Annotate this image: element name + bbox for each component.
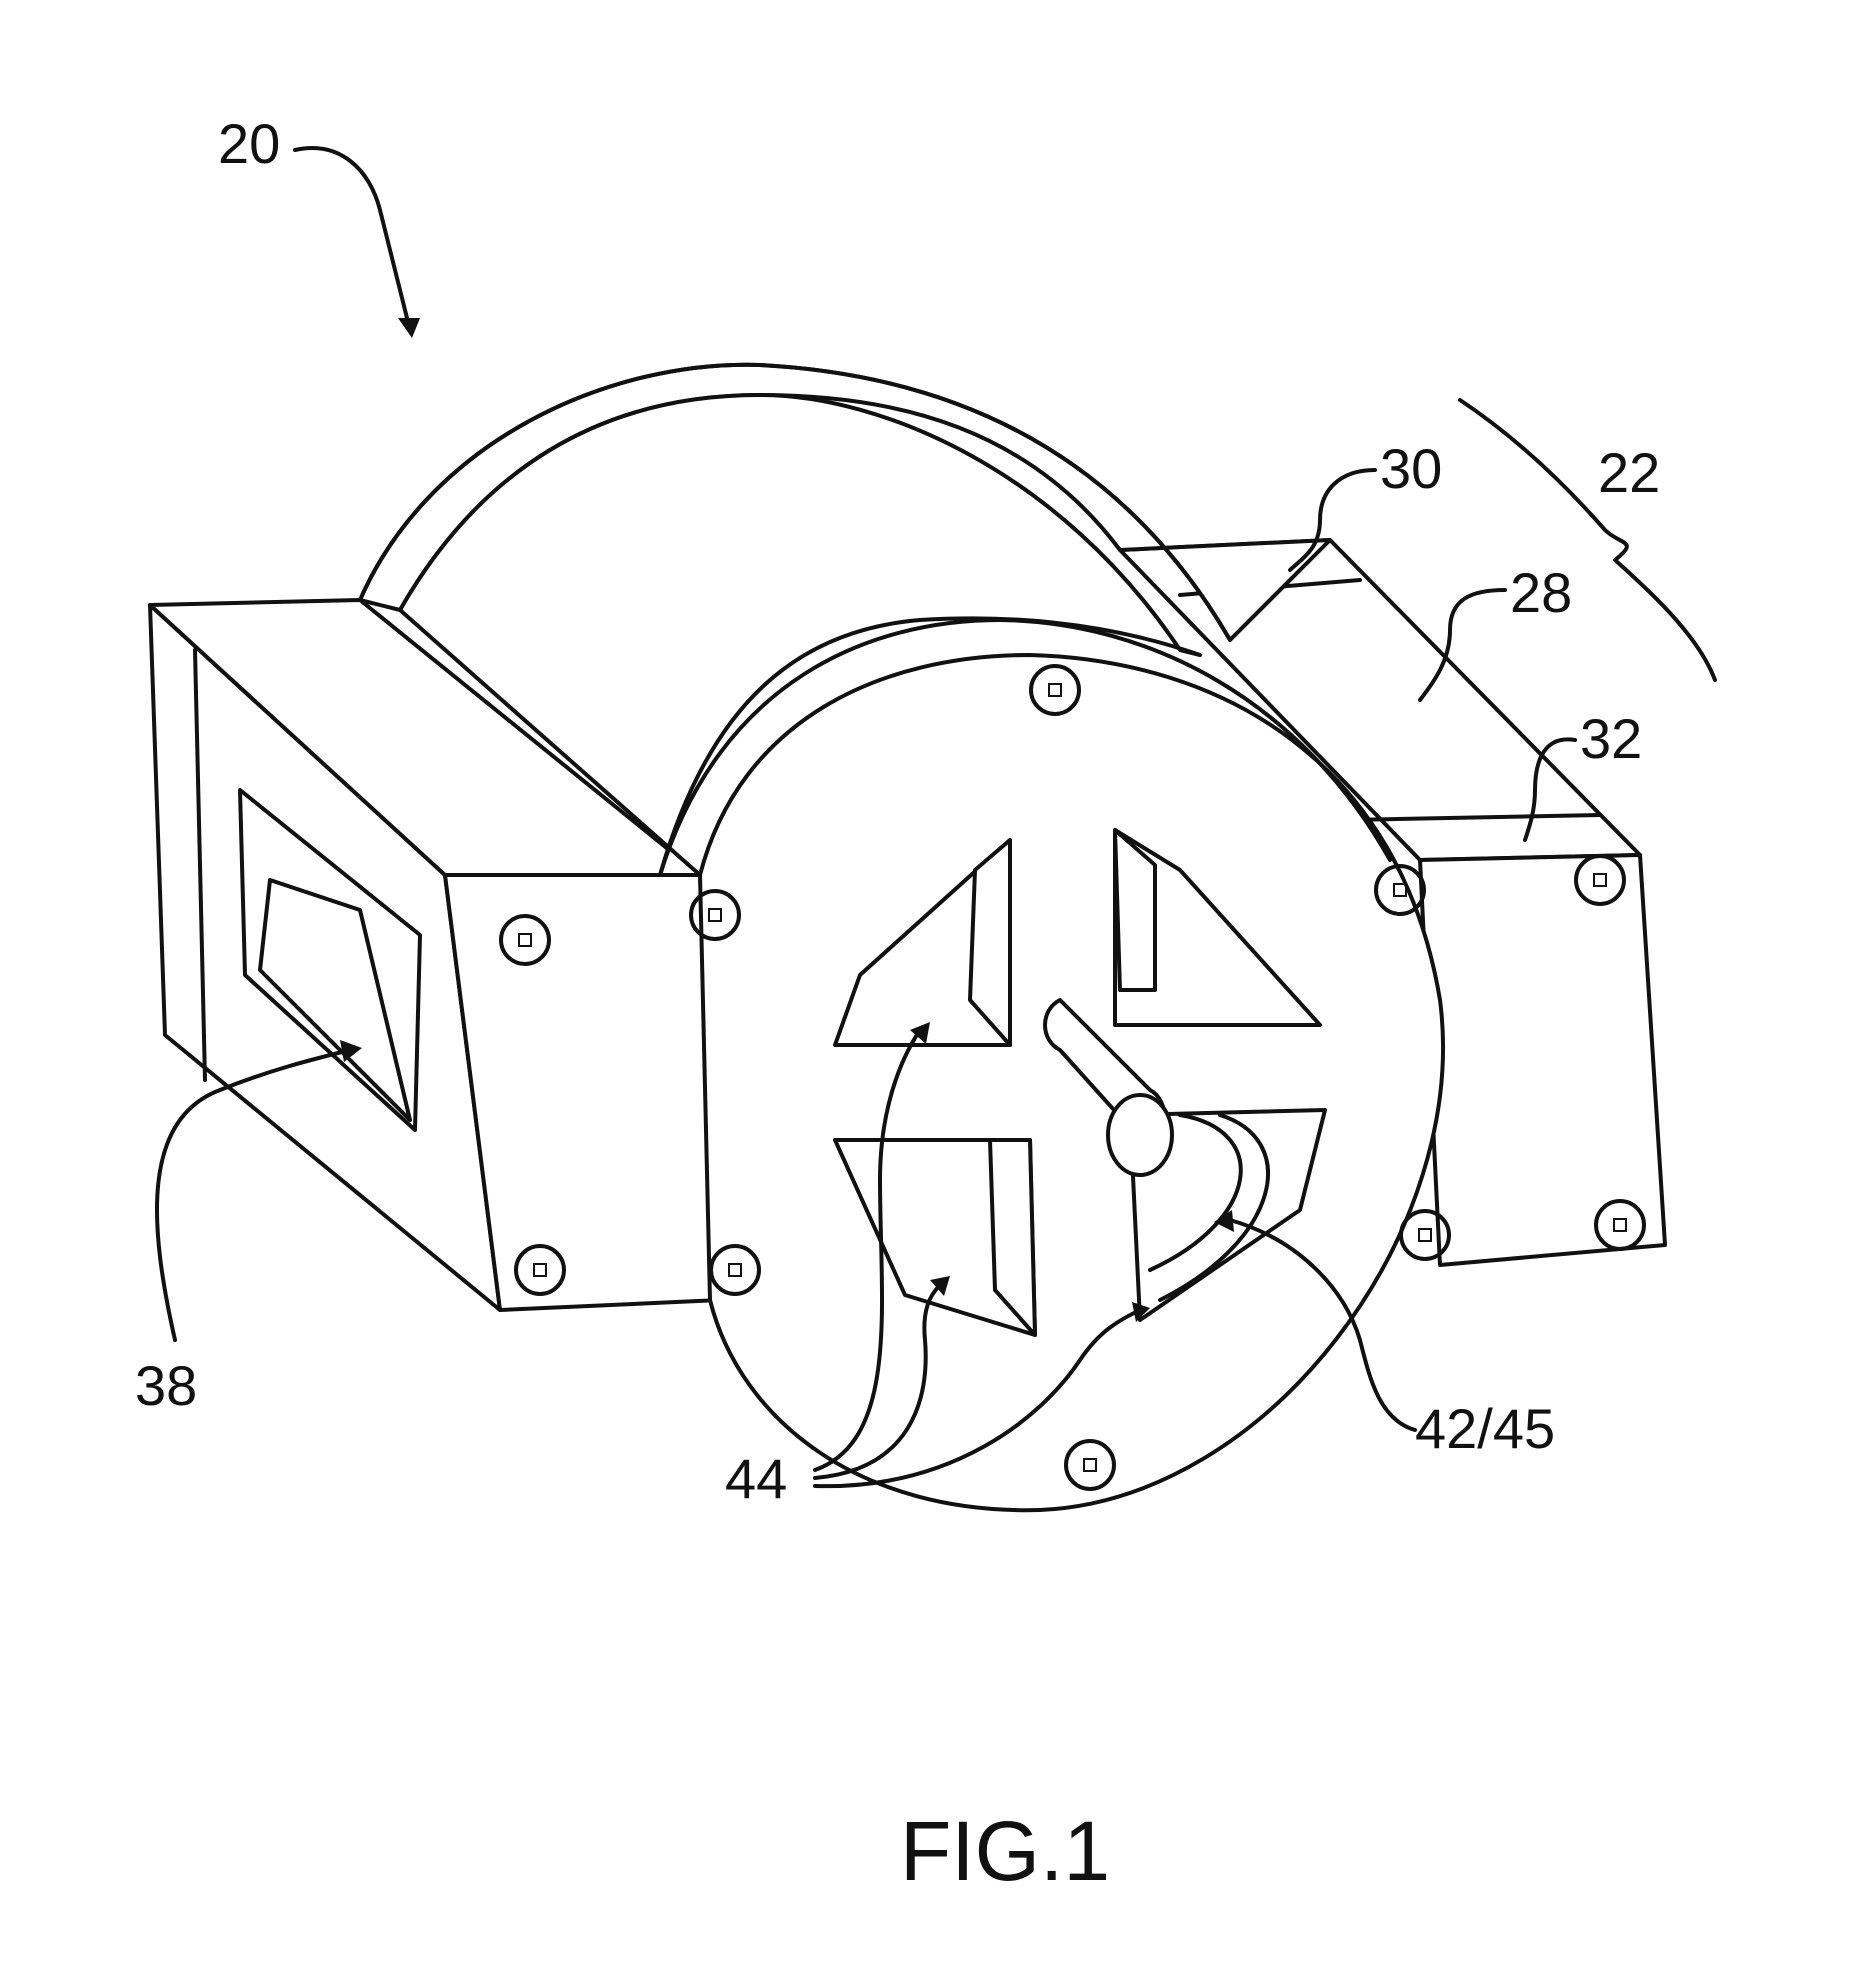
label-42-45: 42/45: [1415, 1397, 1555, 1460]
shaft-end: [1108, 1095, 1172, 1175]
label-20: 20: [218, 112, 280, 175]
front-end-plate: [700, 655, 1443, 1510]
leader-20: [295, 148, 410, 330]
leader-20-arrow: [398, 318, 420, 338]
bracket-22: [1460, 400, 1715, 680]
label-44: 44: [725, 1447, 787, 1510]
label-28: 28: [1510, 561, 1572, 624]
label-38: 38: [135, 1354, 197, 1417]
figure-caption: FIG.1: [900, 1804, 1110, 1898]
label-32: 32: [1580, 707, 1642, 770]
motor-assembly: [150, 365, 1665, 1510]
label-22: 22: [1598, 441, 1660, 504]
label-30: 30: [1380, 437, 1442, 500]
